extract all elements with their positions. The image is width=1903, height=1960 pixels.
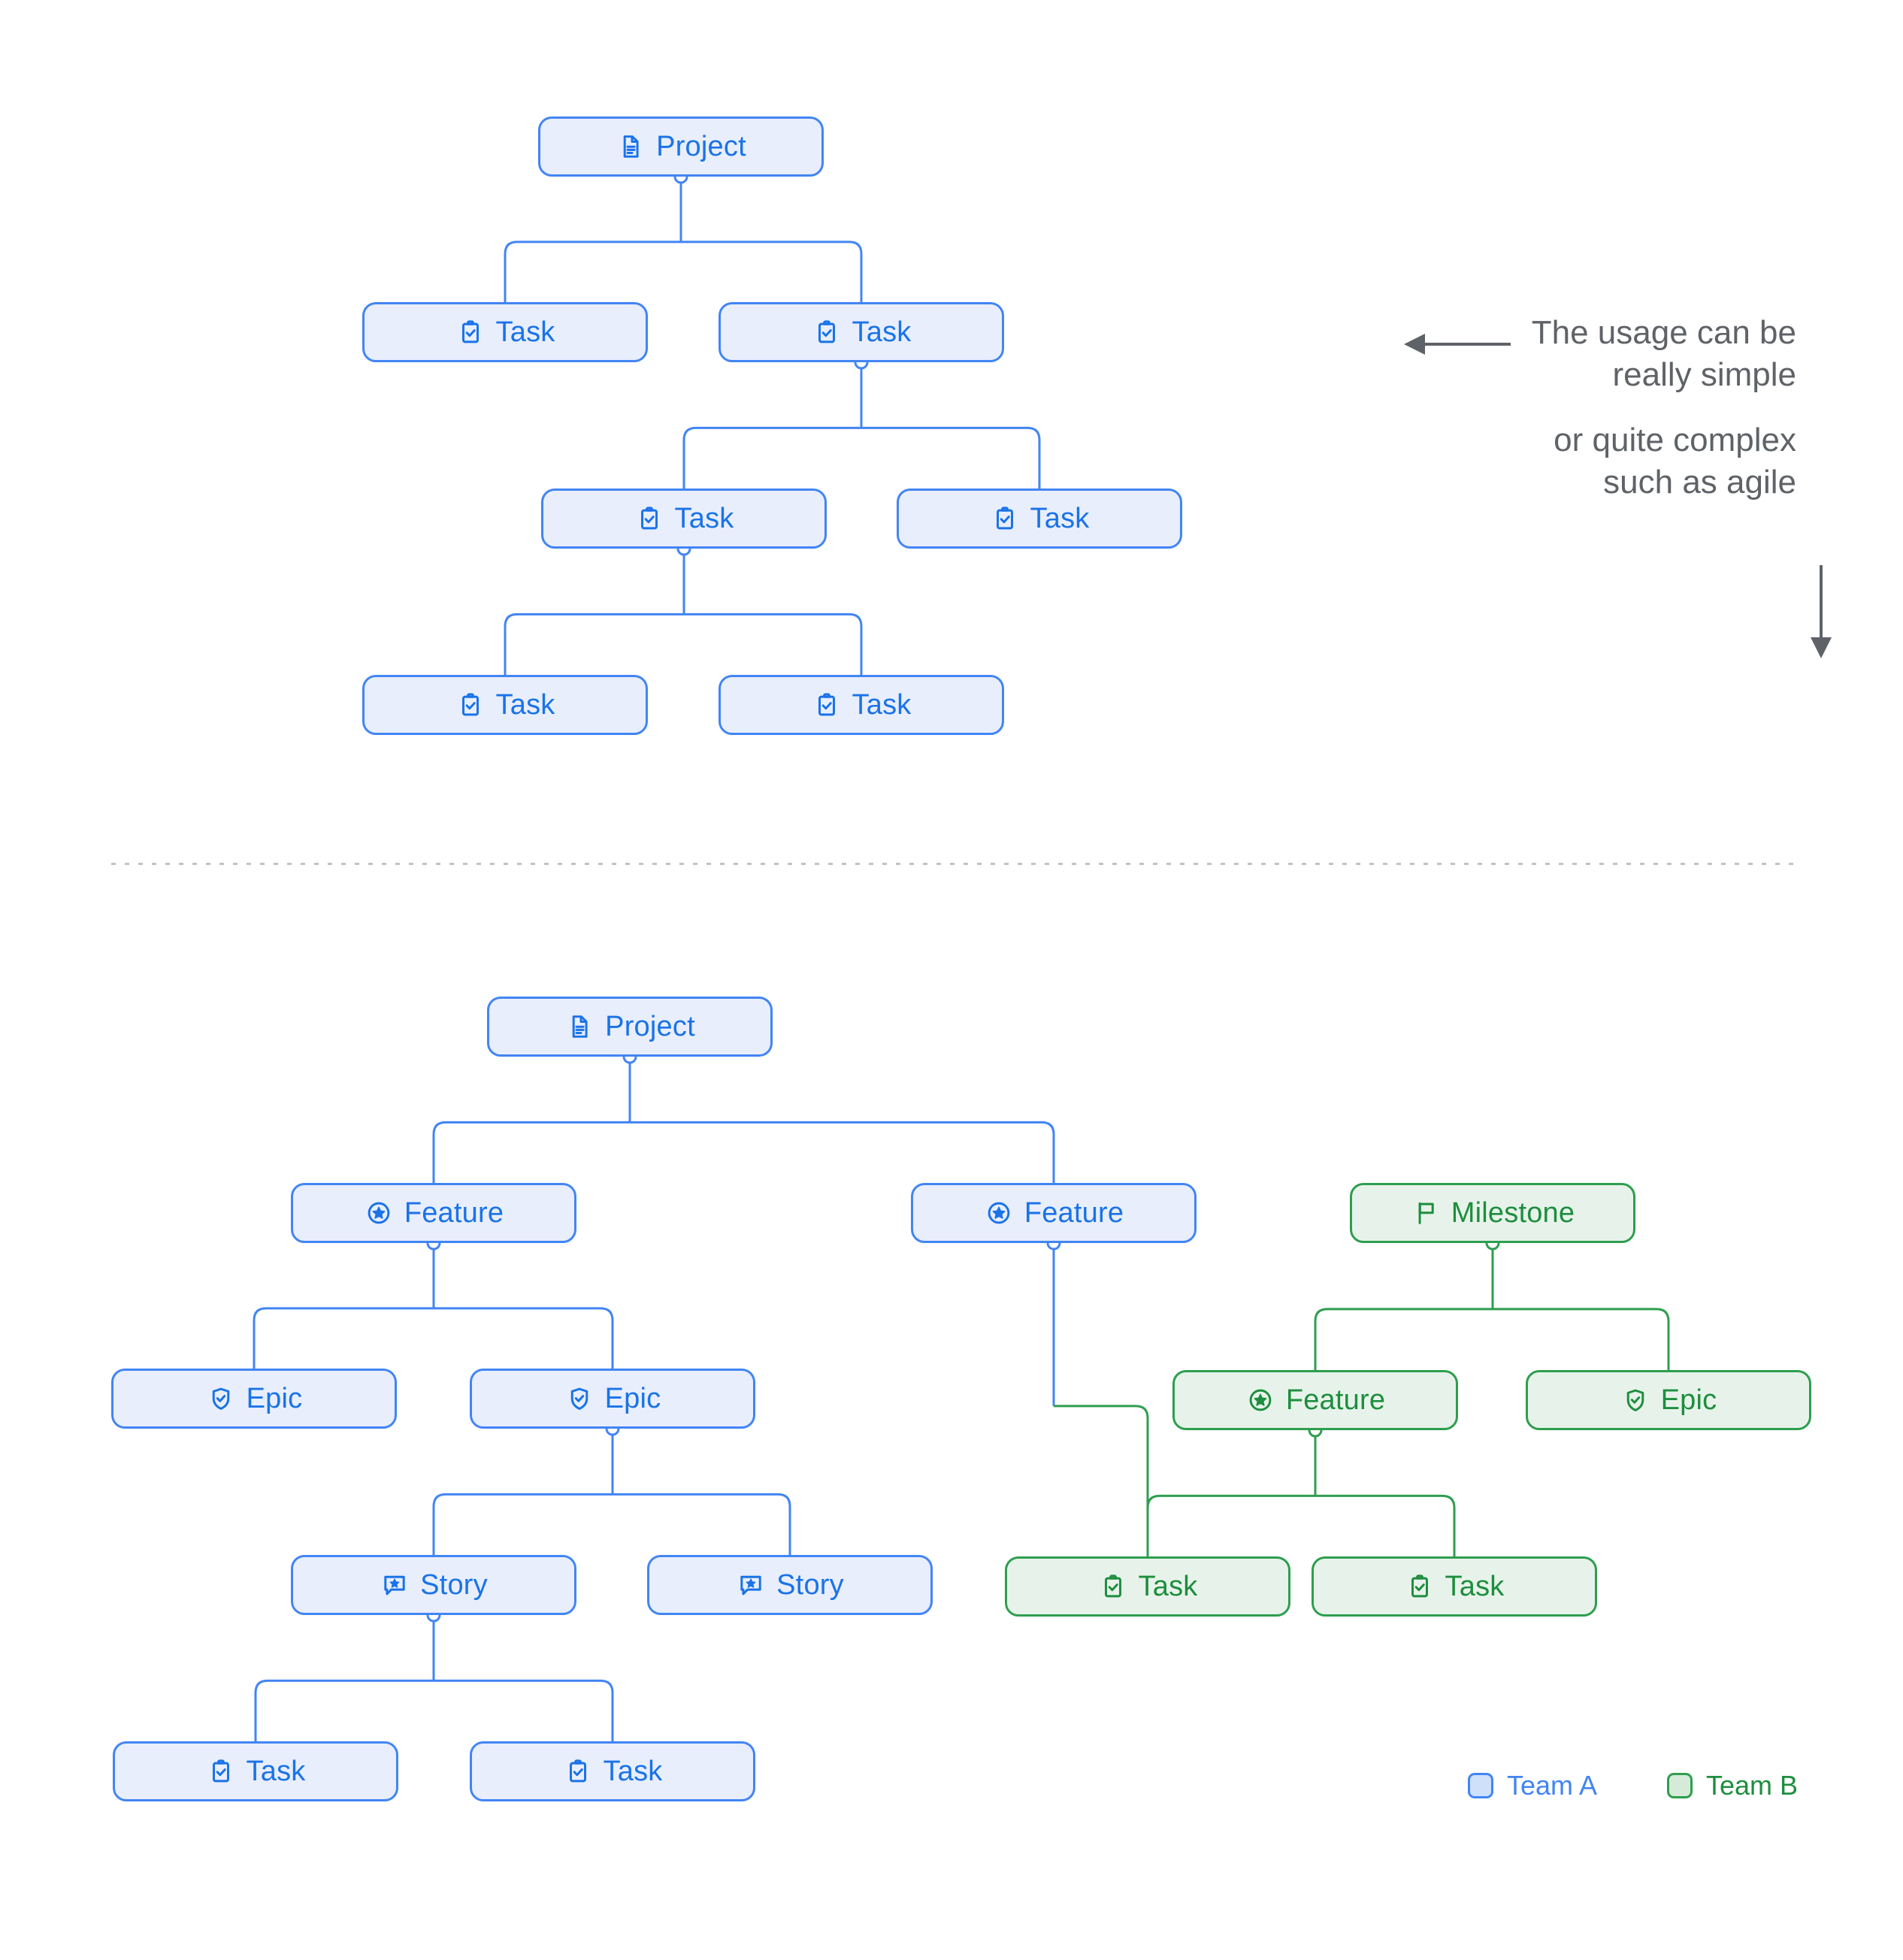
connector-line xyxy=(432,1493,613,1555)
clipboard-check-icon xyxy=(1405,1571,1435,1602)
clipboard-check-icon xyxy=(1098,1571,1128,1602)
node-label: Task xyxy=(674,503,734,534)
node-task[interactable]: Task xyxy=(362,675,648,735)
node-task[interactable]: Task xyxy=(719,675,1004,735)
legend-label-team-a: Team A xyxy=(1507,1770,1598,1801)
node-project[interactable]: Project xyxy=(487,997,773,1057)
node-epic[interactable]: Epic xyxy=(1526,1370,1811,1430)
clipboard-check-icon xyxy=(455,690,486,720)
section-divider xyxy=(111,863,1795,865)
node-label: Task xyxy=(1030,503,1090,534)
node-label: Task xyxy=(495,689,555,721)
connector-line xyxy=(1146,1494,1315,1556)
node-feature[interactable]: Feature xyxy=(1172,1370,1458,1430)
node-milestone[interactable]: Milestone xyxy=(1350,1183,1635,1243)
node-label: Task xyxy=(1445,1571,1505,1602)
star-circle-icon xyxy=(364,1198,394,1228)
node-task[interactable]: Task xyxy=(541,488,827,549)
node-task[interactable]: Task xyxy=(897,488,1182,549)
document-icon xyxy=(616,132,646,162)
node-epic[interactable]: Epic xyxy=(470,1369,755,1429)
connector-line xyxy=(681,240,863,302)
connector-line xyxy=(682,426,861,488)
story-bubble-icon xyxy=(380,1570,410,1600)
flag-icon xyxy=(1411,1198,1441,1228)
node-task[interactable]: Task xyxy=(1005,1556,1290,1617)
clipboard-check-icon xyxy=(812,690,842,720)
connector-line xyxy=(630,1121,1055,1183)
connector-line xyxy=(432,1121,630,1183)
connector-line xyxy=(253,1307,434,1369)
node-label: Feature xyxy=(404,1197,504,1229)
clipboard-check-icon xyxy=(634,504,664,534)
legend-label-team-b: Team B xyxy=(1706,1770,1799,1801)
node-story[interactable]: Story xyxy=(647,1555,933,1615)
node-label: Task xyxy=(603,1756,663,1787)
node-label: Project xyxy=(605,1011,695,1042)
annotation-line-4: such as agile xyxy=(1603,463,1796,501)
legend-item-team-b: Team B xyxy=(1667,1770,1798,1801)
arrow-down-icon xyxy=(1811,565,1832,658)
document-icon xyxy=(564,1012,594,1042)
connector-line xyxy=(1054,1405,1149,1556)
clipboard-check-icon xyxy=(812,317,842,347)
node-label: Epic xyxy=(604,1383,661,1414)
shield-check-icon xyxy=(564,1384,594,1414)
connector-line xyxy=(613,1493,791,1555)
node-label: Task xyxy=(852,316,912,348)
connector-line xyxy=(1315,1494,1456,1556)
node-project[interactable]: Project xyxy=(538,116,824,177)
node-label: Project xyxy=(656,131,746,162)
node-task[interactable]: Task xyxy=(113,1741,398,1801)
node-label: Task xyxy=(1138,1571,1198,1602)
node-story[interactable]: Story xyxy=(291,1555,576,1615)
connector-line xyxy=(861,426,1041,488)
square-swatch-icon xyxy=(1667,1773,1693,1798)
star-circle-icon xyxy=(1245,1385,1275,1415)
node-label: Feature xyxy=(1024,1197,1124,1229)
connector-line xyxy=(1493,1308,1670,1370)
node-label: Story xyxy=(420,1569,488,1601)
clipboard-check-icon xyxy=(455,317,486,347)
square-swatch-icon xyxy=(1468,1773,1493,1798)
legend-item-team-a: Team A xyxy=(1468,1770,1597,1801)
clipboard-check-icon xyxy=(990,504,1020,534)
connector-line xyxy=(254,1679,434,1741)
node-task[interactable]: Task xyxy=(470,1741,755,1801)
shield-check-icon xyxy=(1620,1385,1650,1415)
node-label: Task xyxy=(495,316,555,348)
connector-line xyxy=(504,240,681,302)
node-label: Task xyxy=(852,689,912,721)
node-epic[interactable]: Epic xyxy=(111,1369,397,1429)
connector-line xyxy=(434,1679,614,1741)
connector-line xyxy=(1314,1308,1493,1370)
node-task[interactable]: Task xyxy=(1312,1556,1597,1617)
annotation-line-3: or quite complex xyxy=(1554,421,1796,458)
clipboard-check-icon xyxy=(206,1756,236,1786)
arrow-left-icon xyxy=(1404,334,1511,355)
annotation-text: The usage can be really simple or quite … xyxy=(1451,312,1796,504)
shield-check-icon xyxy=(206,1384,236,1414)
annotation-line-1: The usage can be xyxy=(1531,314,1796,351)
connector-line xyxy=(434,1307,614,1369)
node-label: Story xyxy=(776,1569,844,1601)
node-label: Epic xyxy=(246,1383,303,1414)
story-bubble-icon xyxy=(736,1570,766,1600)
clipboard-check-icon xyxy=(563,1756,593,1786)
node-task[interactable]: Task xyxy=(362,302,648,362)
node-label: Epic xyxy=(1660,1384,1717,1416)
connector-line xyxy=(504,612,684,675)
node-label: Milestone xyxy=(1451,1197,1575,1229)
node-label: Task xyxy=(246,1756,306,1787)
star-circle-icon xyxy=(984,1198,1014,1228)
node-label: Feature xyxy=(1285,1384,1386,1416)
node-task[interactable]: Task xyxy=(719,302,1004,362)
node-feature[interactable]: Feature xyxy=(291,1183,576,1243)
node-feature[interactable]: Feature xyxy=(911,1183,1197,1243)
annotation-line-2: really simple xyxy=(1612,356,1796,394)
connector-line xyxy=(684,612,863,675)
